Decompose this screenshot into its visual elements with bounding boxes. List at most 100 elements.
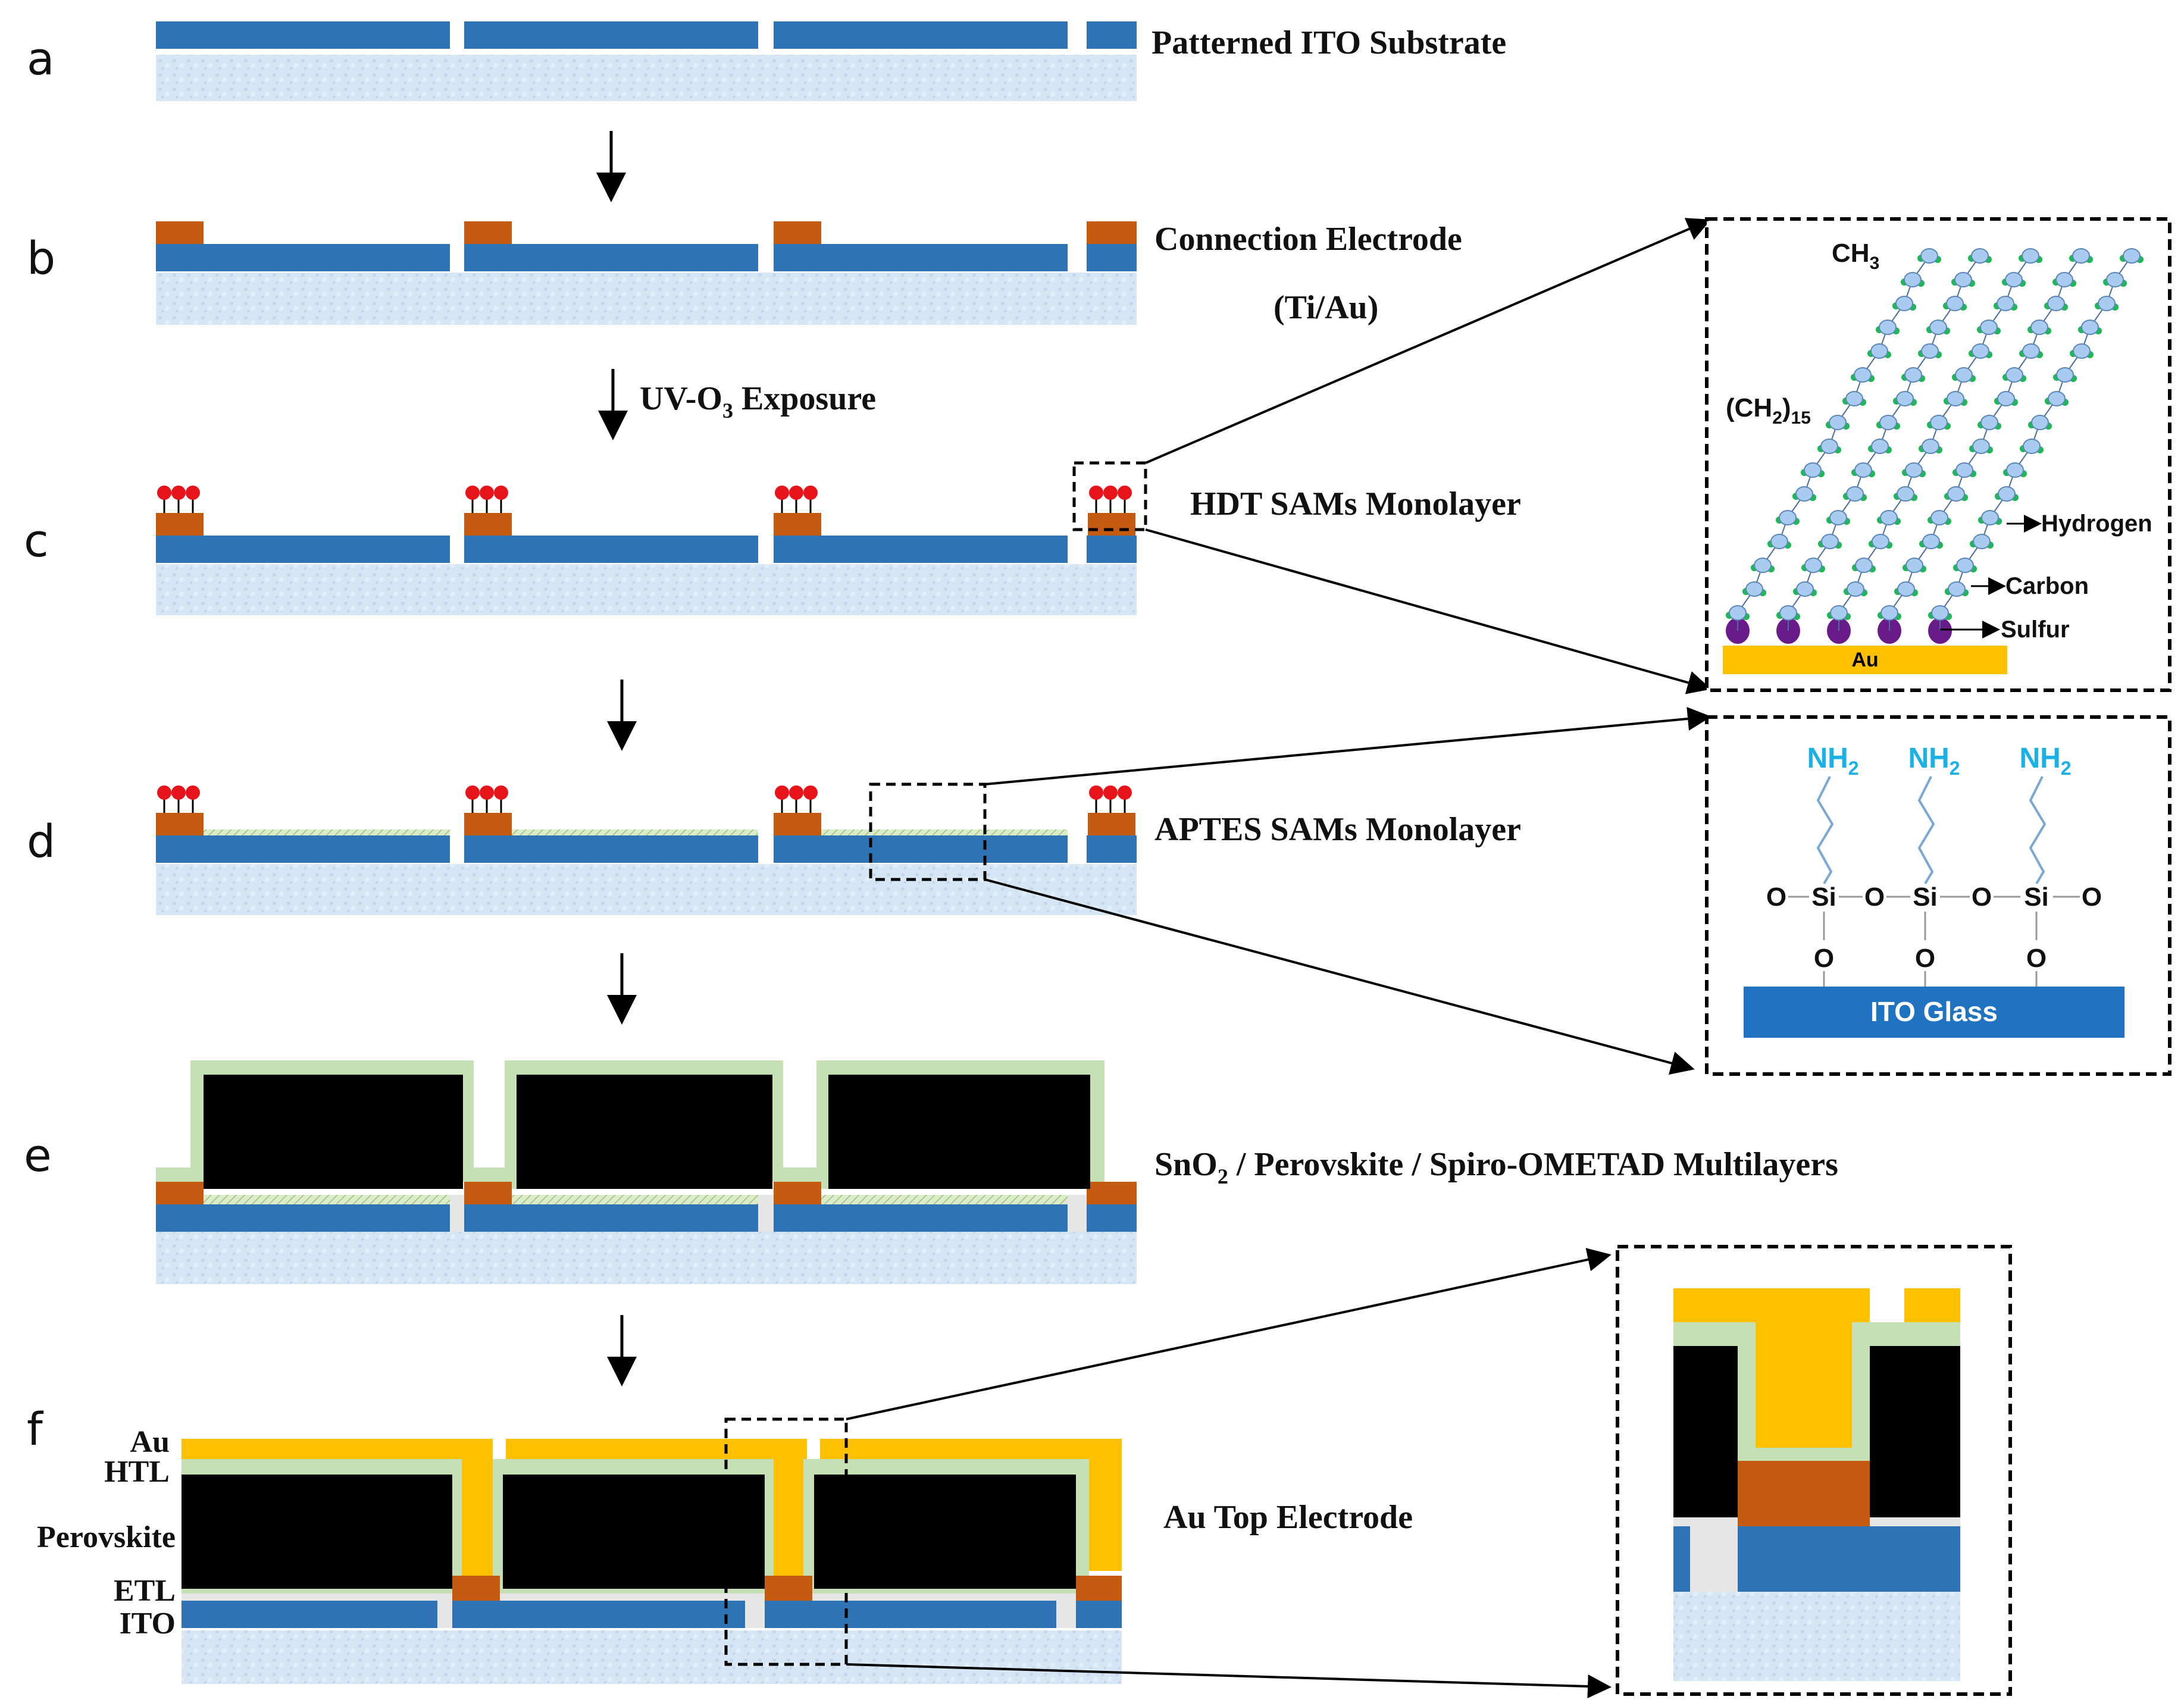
sam-head <box>480 486 494 500</box>
carbon-atom <box>1948 581 1966 597</box>
aptes-layer <box>512 1195 758 1204</box>
carbon-atom <box>1779 510 1797 525</box>
carbon-atom <box>2005 272 2023 287</box>
connection-electrode <box>1076 1576 1122 1601</box>
carbon-atom <box>1971 248 1989 264</box>
sam-head <box>1118 486 1132 500</box>
ito-glass-base <box>1744 987 2124 1038</box>
au-top-electrode <box>1756 1288 1852 1448</box>
glass-substrate <box>156 564 1137 615</box>
carbon-atom <box>1947 486 1965 502</box>
perovskite-block <box>1673 1346 1738 1517</box>
callout-line <box>984 707 1711 785</box>
step-f: f Au HTL Perovskite ETL ITO Au Top <box>27 1403 1413 1684</box>
layer-label-perovskite: Perovskite <box>37 1520 176 1554</box>
carbon-atom <box>2098 296 2116 311</box>
carbon-atom <box>1820 439 1838 454</box>
etl-fill <box>1068 1195 1087 1232</box>
step-c-label: HDT SAMs Monolayer <box>1190 486 1521 522</box>
step-a-label: Patterned ITO Substrate <box>1152 24 1506 61</box>
glass-substrate <box>1673 1592 1960 1681</box>
carbon-atom <box>1997 296 2014 311</box>
carbon-atom <box>1929 320 1947 335</box>
oxygen-atom: O <box>1972 882 1992 912</box>
carbon-atom <box>1956 558 1974 573</box>
interconnect-inset <box>1616 1245 2012 1696</box>
carbon-atom <box>2081 320 2099 335</box>
carbon-atom <box>2022 343 2040 359</box>
glass-substrate <box>182 1630 1122 1684</box>
layer-label-etl: ETL <box>114 1574 176 1608</box>
au-substrate <box>1723 646 2007 674</box>
etl-fill <box>745 1594 765 1628</box>
sulfur-label: Sulfur <box>2001 616 2070 643</box>
carbon-atom <box>1854 462 1872 478</box>
connection-electrode <box>1088 513 1135 536</box>
ito-strip <box>182 1601 437 1628</box>
carbon-atom <box>1779 605 1797 621</box>
ito-strip <box>1738 1526 1960 1592</box>
etl-fill <box>450 1195 464 1232</box>
step-letter-d: d <box>27 815 55 868</box>
oxygen-atom: O <box>2082 882 2102 912</box>
carbon-atom <box>1880 510 1898 525</box>
step-c: c HDT SAMs Monolayer <box>24 461 1521 615</box>
carbon-atom <box>1954 272 1972 287</box>
step-letter-b: b <box>27 231 55 284</box>
oxygen-atom: O <box>2026 944 2047 973</box>
nh2-label: NH2 <box>1807 743 1858 779</box>
carbon-atom <box>1896 391 1914 406</box>
interconnect-zoom-box <box>724 1417 848 1666</box>
carbon-atom <box>1754 558 1772 573</box>
si-atom: Si <box>2024 882 2049 912</box>
callout-line <box>1145 528 1711 694</box>
carbon-atom <box>2023 439 2041 454</box>
carbon-atom <box>1845 391 1863 406</box>
carbon-atom <box>1871 439 1889 454</box>
carbon-atom <box>2073 343 2091 359</box>
layer-label-ito: ITO <box>120 1607 176 1641</box>
connection-electrode <box>464 221 512 244</box>
ito-strip <box>774 536 1068 563</box>
callout-line <box>846 1663 1612 1699</box>
carbon-atom <box>2072 248 2090 264</box>
connection-electrode <box>774 221 821 244</box>
si-atom: Si <box>1811 882 1836 912</box>
connection-electrode <box>774 513 821 536</box>
aptes-layer <box>821 1195 1068 1204</box>
perovskite-block <box>814 1475 1076 1589</box>
sam-head <box>1089 785 1103 800</box>
sam-head <box>186 785 200 800</box>
callout-line <box>1145 218 1711 464</box>
sam-head <box>1089 486 1103 500</box>
carbon-atom <box>1904 272 1922 287</box>
ito-strip <box>464 21 758 49</box>
etl-fill <box>437 1594 452 1628</box>
sam-head <box>480 785 494 800</box>
carbon-atom <box>2123 248 2141 264</box>
carbon-atom <box>2056 367 2074 383</box>
aptes-layer <box>821 829 1068 835</box>
ito-strip <box>1087 21 1137 49</box>
step-e: e SnO2 / Perovskite / Spiro-OMETAD Multi… <box>24 1060 1838 1284</box>
htl-layer <box>1756 1448 1852 1461</box>
ito-strip <box>1087 244 1137 271</box>
propyl-chain <box>1816 776 1834 885</box>
connection-electrode <box>464 1182 512 1204</box>
connection-electrode <box>1087 221 1137 244</box>
step-d: d APTES SAMs Monolayer <box>27 782 1521 915</box>
carbon-atom <box>1955 367 1973 383</box>
connection-electrode <box>464 813 512 835</box>
step-b: b Connection Electrode (Ti/Au) <box>27 221 1462 326</box>
au-label: Au <box>1851 649 1878 671</box>
oxygen-atom: O <box>1915 944 1935 973</box>
carbon-atom <box>2047 296 2065 311</box>
carbon-atom <box>1821 534 1839 549</box>
sam-head <box>803 785 818 800</box>
ito-strip <box>156 21 450 49</box>
callout-line <box>846 1248 1612 1420</box>
sam-head <box>186 486 200 500</box>
carbon-atom <box>1829 510 1847 525</box>
